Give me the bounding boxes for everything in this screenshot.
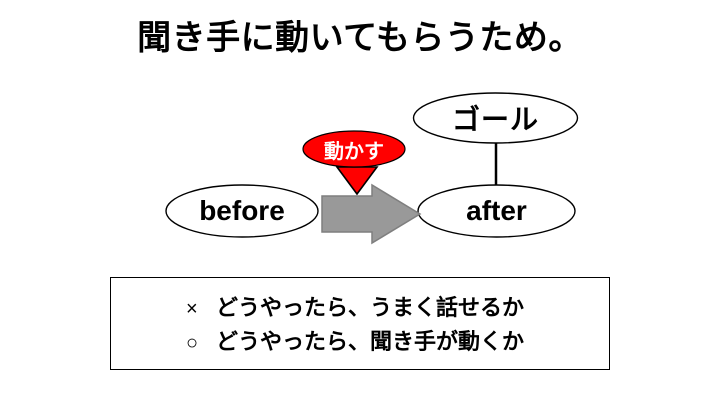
node-goal-ellipse[interactable]: [412, 92, 579, 144]
note-list: × どうやったら、うまく話せるか ○ どうやったら、聞き手が動くか: [186, 292, 524, 358]
list-item: × どうやったら、うまく話せるか: [186, 292, 524, 324]
note-line-text: どうやったら、うまく話せるか: [216, 295, 525, 320]
node-before-ellipse[interactable]: [165, 184, 319, 238]
list-item: ○ どうやったら、聞き手が動くか: [186, 326, 524, 358]
action-pointer-triangle: [335, 166, 379, 196]
page-title: 聞き手に動いてもらうため。: [137, 19, 583, 57]
cross-marker: ×: [186, 298, 198, 320]
note-line-text: どうやったら、聞き手が動くか: [216, 329, 525, 354]
connector-before-to-after-arrow[interactable]: [321, 183, 422, 245]
circle-marker: ○: [186, 332, 199, 354]
node-action-ellipse[interactable]: [302, 130, 406, 168]
note-box: × どうやったら、うまく話せるか ○ どうやったら、聞き手が動くか: [110, 277, 610, 370]
node-after-ellipse[interactable]: [417, 184, 576, 238]
